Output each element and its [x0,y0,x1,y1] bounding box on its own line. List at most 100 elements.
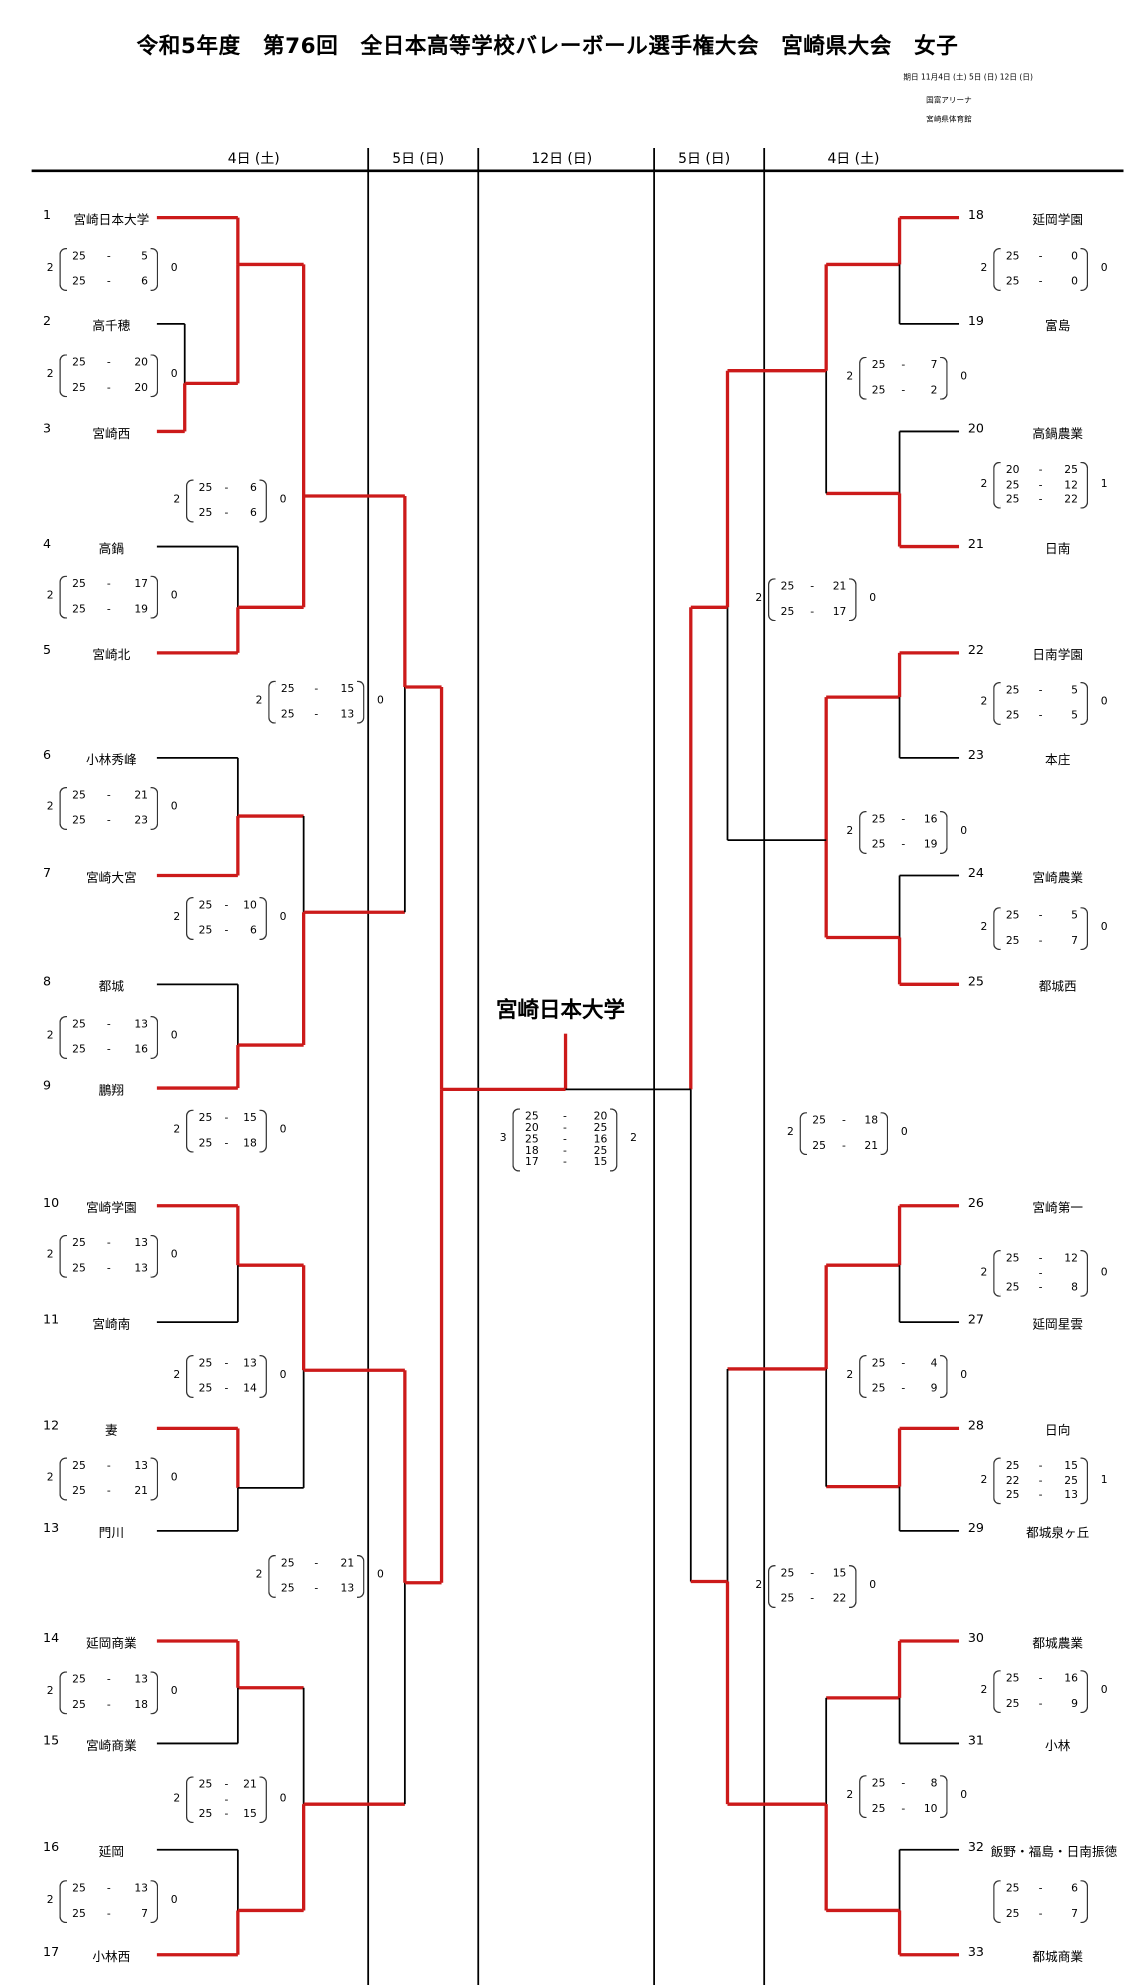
team-name: 都城泉ヶ丘 [1026,1527,1090,1542]
sets-won-left: 2 [755,1578,763,1592]
score-dash: - [1038,464,1043,477]
score-dash: - [1038,1474,1043,1488]
set-score-left: 25 [780,580,795,594]
set-score-right: 16 [593,1133,608,1147]
set-score-left: 25 [871,813,886,827]
set-score-left: 25 [1005,934,1020,948]
set-score-left: 25 [1005,909,1020,923]
bracket-paren-left [859,1775,867,1819]
team-name: 小林西 [92,1950,131,1965]
set-score-left: 25 [1005,684,1020,698]
sets-won-left: 2 [846,1368,854,1382]
set-score-left: 25 [812,1139,826,1153]
bracket-paren-left [799,1112,808,1156]
set-score-row: 25-16 [993,1673,1088,1687]
set-score-row: - [186,1793,267,1807]
score-dash: - [1038,1907,1043,1921]
team-number: 10 [43,1196,60,1211]
set-score-left: 25 [72,356,86,370]
score-dash: - [106,814,111,828]
team-number: 26 [967,1196,984,1211]
team-name: 日南学園 [1032,649,1084,663]
team-number: 24 [967,866,984,881]
champion-name: 宮崎日本大学 [495,998,626,1024]
bracket-paren-left [185,897,194,941]
set-score-right: 6 [249,482,257,495]
score-dash: - [901,1382,906,1396]
sets-won-right: 0 [1100,921,1108,934]
bracket-paren-right [940,810,948,855]
set-score-row: 25-5 [993,684,1088,698]
score-dash: - [106,1699,111,1712]
set-score-row: 25-13 [186,1358,267,1372]
score-dash: - [841,1139,846,1153]
set-score-left: 25 [198,482,213,495]
score-dash: - [224,1778,229,1792]
set-score-row: 25-21 [800,1140,889,1154]
set-score-row: 25-22 [768,1593,857,1607]
team-number: 18 [967,208,984,223]
set-score-row: 25-12 [993,1253,1088,1267]
set-score-right: 22 [1064,493,1078,507]
set-score-right: 7 [1071,934,1078,948]
set-score-left: 25 [72,1673,86,1687]
sets-won-left: 2 [46,1248,54,1262]
sets-won-right: 0 [170,261,178,275]
team-number: 17 [43,1945,60,1960]
score-dash: - [562,1122,567,1135]
set-score-row: 22-25 [993,1475,1088,1489]
team-name: 都城農業 [1032,1637,1084,1652]
set-score-right: 13 [340,708,355,722]
sets-won-right: 0 [1100,1683,1108,1697]
set-score-row: 25-6 [186,925,267,939]
bracket-paren-left [993,247,1001,291]
sets-won-left: 2 [46,1471,54,1485]
team-number: 28 [967,1419,984,1434]
set-score-row: 25-19 [859,839,948,853]
set-score-left: 18 [525,1145,539,1158]
bracket-paren-left [59,1671,68,1715]
team-name: 延岡 [98,1845,124,1860]
bracket-paren-right [609,1108,618,1172]
team-number: 32 [967,1840,984,1855]
score-dash: - [224,1807,229,1821]
sets-won-right: 0 [170,368,178,381]
bracket-paren-right [259,1776,267,1824]
set-score-right: 15 [593,1156,608,1170]
team-name: 小林秀峰 [86,754,137,768]
set-score-row: 25-13 [59,1018,158,1032]
set-score-row: 25-17 [59,578,158,592]
bracket-paren-left [185,479,194,523]
set-score-right: 15 [832,1567,847,1581]
score-dash: - [1038,1697,1043,1711]
set-score-left: 22 [1005,1474,1020,1488]
score-dash: - [224,507,229,520]
bracket-paren-left [767,1565,776,1609]
sets-won-left: 2 [46,368,54,381]
set-score-left: 25 [525,1110,539,1124]
set-score-right: 21 [832,580,847,594]
set-score-left: 25 [72,1043,86,1057]
set-score-left: 25 [871,1357,886,1371]
sets-won-right: 0 [960,824,968,838]
set-score-left: 25 [198,1137,213,1151]
team-name: 都城 [98,980,124,995]
score-dash: - [1038,1489,1043,1502]
set-score-row: 25-0 [993,276,1088,290]
sets-won-right: 0 [170,589,178,603]
sets-won-right: 0 [279,910,287,924]
set-score-right: 7 [1071,1907,1078,1921]
sets-won-right: 0 [960,1788,968,1802]
team-number: 11 [43,1313,60,1328]
sets-won-left: 3 [499,1132,507,1146]
set-score-row: 25-23 [59,815,158,829]
sets-won-right: 1 [1100,1473,1108,1486]
team-number: 13 [43,1522,60,1536]
team-number: 14 [43,1632,60,1647]
score-dash: - [901,359,906,372]
